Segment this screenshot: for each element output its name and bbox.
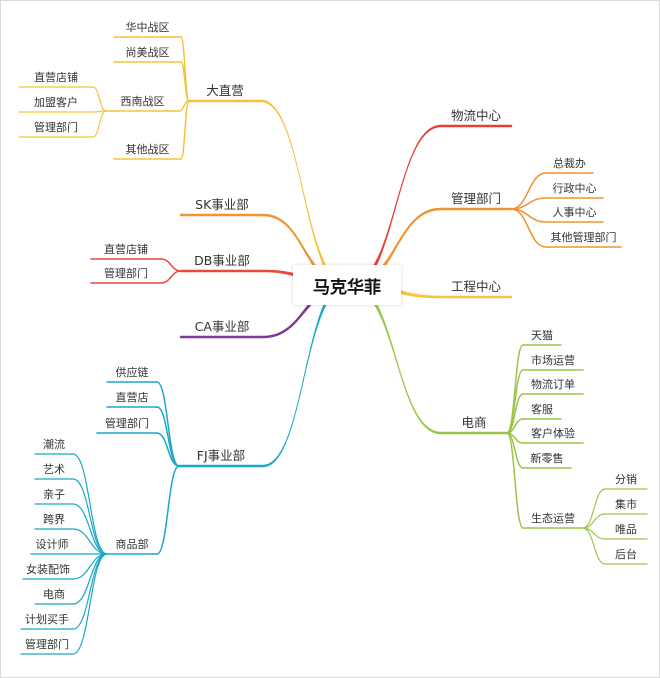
node-sk[interactable]: SK事业部 — [195, 197, 249, 212]
node-shangpin-4[interactable]: 设计师 — [35, 538, 69, 551]
node-dianshang-0[interactable]: 天猫 — [531, 329, 553, 342]
node-shengtai-3[interactable]: 后台 — [615, 548, 637, 561]
node-shengtai-1[interactable]: 集市 — [615, 498, 637, 511]
node-shangpin-0[interactable]: 潮流 — [43, 438, 65, 451]
node-dianshang-6[interactable]: 生态运营 — [531, 512, 575, 525]
node-dianshang[interactable]: 电商 — [461, 415, 487, 430]
link-fj-1 — [156, 406, 180, 467]
node-fj-2[interactable]: 管理部门 — [105, 417, 149, 430]
node-wuliu[interactable]: 物流中心 — [450, 108, 502, 123]
link-dianshang-6 — [506, 432, 524, 529]
branch-fj — [263, 281, 346, 468]
node-shangpin-2[interactable]: 亲子 — [43, 488, 65, 501]
node-dianshang-5[interactable]: 新零售 — [530, 452, 564, 465]
link-shangpin-2 — [72, 503, 108, 555]
node-fj[interactable]: FJ事业部 — [196, 448, 246, 463]
link-dazhiying-3 — [180, 100, 190, 160]
node-dianshang-2[interactable]: 物流订单 — [531, 378, 575, 391]
node-xinan-1[interactable]: 加盟客户 — [34, 96, 78, 109]
link-shangpin-8 — [72, 553, 108, 655]
link-shangpin-3 — [72, 528, 108, 555]
node-shangpin-5[interactable]: 女装配饰 — [26, 563, 70, 576]
link-db-1 — [160, 270, 182, 284]
branch-sk — [263, 213, 346, 288]
node-dazhiying-0[interactable]: 华中战区 — [125, 21, 170, 34]
node-shangpin-6[interactable]: 电商 — [43, 588, 65, 601]
link-shengtai-1 — [582, 513, 606, 529]
node-guanli-0[interactable]: 总裁办 — [553, 157, 586, 170]
node-dazhiying[interactable]: 大直营 — [206, 83, 244, 98]
link-shangpin-7 — [72, 553, 108, 630]
node-shangpin-8[interactable]: 管理部门 — [25, 638, 69, 651]
link-shengtai-3 — [582, 527, 606, 565]
branch-dazhiying — [261, 99, 346, 289]
node-gongcheng[interactable]: 工程中心 — [450, 279, 502, 294]
node-db-0[interactable]: 直营店铺 — [104, 243, 148, 256]
node-guanli-1[interactable]: 行政中心 — [552, 182, 597, 195]
node-shengtai-0[interactable]: 分销 — [615, 473, 637, 486]
link-fj-2 — [156, 432, 180, 467]
node-fj-0[interactable]: 供应链 — [115, 366, 149, 379]
node-xinan-2[interactable]: 管理部门 — [34, 121, 78, 134]
link-dianshang-1 — [506, 369, 524, 434]
node-dazhiying-1[interactable]: 尚美战区 — [125, 46, 170, 59]
node-dianshang-4[interactable]: 客户体验 — [531, 427, 575, 440]
link-shangpin-1 — [72, 478, 108, 555]
node-dianshang-3[interactable]: 客服 — [531, 403, 553, 416]
node-shangpin-3[interactable]: 跨界 — [43, 513, 65, 526]
link-guanli-0 — [510, 172, 547, 210]
link-guanli-3 — [510, 208, 547, 248]
node-guanli-2[interactable]: 人事中心 — [552, 206, 597, 219]
branch-dianshang — [351, 281, 441, 435]
link-fj-3 — [156, 465, 180, 555]
node-shengtai-2[interactable]: 唯品 — [615, 523, 637, 536]
link-xinan-2 — [92, 110, 107, 138]
node-dianshang-1[interactable]: 市场运营 — [531, 354, 575, 367]
node-dazhiying-2[interactable]: 西南战区 — [120, 95, 165, 108]
node-shangpin-7[interactable]: 计划买手 — [25, 613, 69, 626]
link-dazhiying-0 — [180, 36, 190, 102]
link-fj-0 — [156, 381, 180, 467]
node-db[interactable]: DB事业部 — [194, 253, 250, 268]
link-dazhiying-1 — [180, 61, 190, 102]
link-shangpin-6 — [72, 553, 108, 605]
link-db-0 — [160, 258, 182, 272]
link-shangpin-0 — [72, 453, 108, 555]
root-node[interactable]: 马克华菲 — [293, 265, 401, 305]
branch-ca — [263, 282, 346, 339]
branch-guanli — [351, 207, 441, 288]
node-ca[interactable]: CA事业部 — [194, 319, 250, 334]
node-db-1[interactable]: 管理部门 — [104, 267, 148, 280]
node-guanli-3[interactable]: 其他管理部门 — [550, 231, 617, 244]
node-xinan-0[interactable]: 直营店铺 — [34, 71, 78, 84]
link-xinan-0 — [92, 86, 107, 112]
node-guanli[interactable]: 管理部门 — [450, 191, 502, 206]
node-fj-3[interactable]: 商品部 — [115, 538, 149, 551]
node-shangpin-1[interactable]: 艺术 — [43, 463, 65, 476]
node-dazhiying-3[interactable]: 其他战区 — [125, 143, 170, 156]
link-shengtai-0 — [582, 488, 606, 529]
node-fj-1[interactable]: 直营店 — [115, 391, 149, 404]
branch-wuliu — [351, 124, 441, 289]
